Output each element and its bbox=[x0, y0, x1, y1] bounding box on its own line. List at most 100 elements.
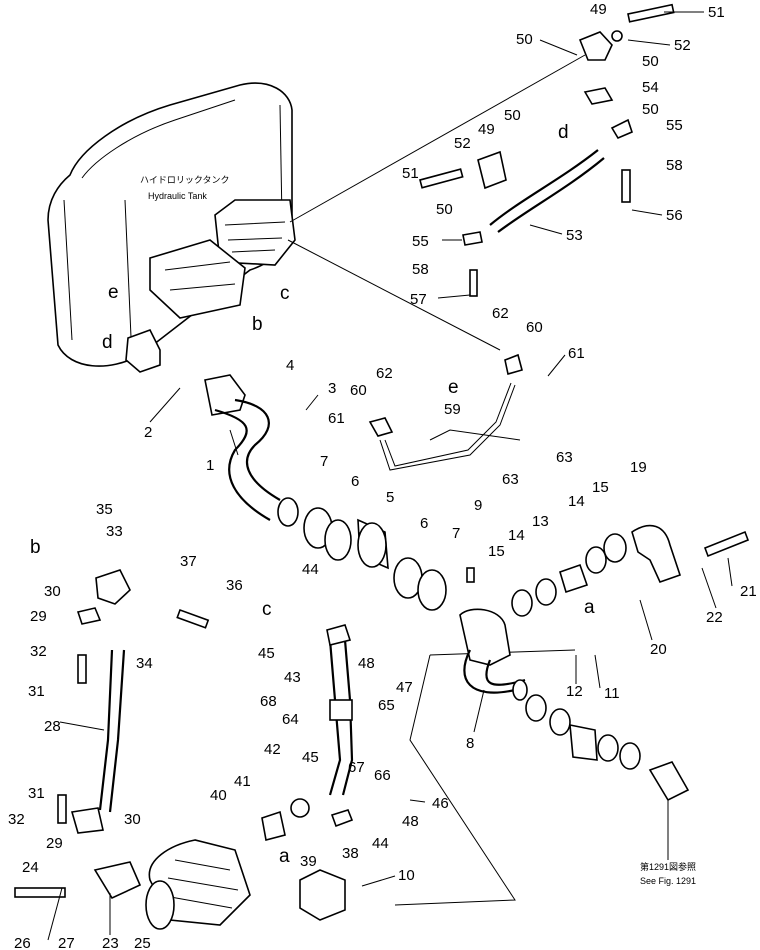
callout-53: 53 bbox=[566, 227, 583, 244]
callout-68: 68 bbox=[260, 693, 277, 710]
tee-pipe bbox=[459, 567, 528, 701]
callout-15: 15 bbox=[488, 543, 505, 560]
callout-38: 38 bbox=[342, 845, 359, 862]
tank-label-en: Hydraulic Tank bbox=[148, 191, 207, 201]
callout-9: 9 bbox=[474, 497, 482, 514]
callout-29: 29 bbox=[30, 608, 47, 625]
callout-31: 31 bbox=[28, 683, 45, 700]
callout-65: 65 bbox=[378, 697, 395, 714]
callout-28: 28 bbox=[44, 718, 61, 735]
see-fig-note-en: See Fig. 1291 bbox=[640, 876, 696, 886]
callout-58: 58 bbox=[666, 157, 683, 174]
callout-52: 52 bbox=[674, 37, 691, 54]
callout-15b: 15 bbox=[592, 479, 609, 496]
callout-40: 40 bbox=[210, 787, 227, 804]
pilot-tube bbox=[368, 353, 523, 471]
callout-61: 61 bbox=[568, 345, 585, 362]
callout-numbers: 1 2 3 4 5 6 7 6 7 8 9 10 11 12 13 14 14 … bbox=[8, 1, 757, 950]
callout-35: 35 bbox=[96, 501, 113, 518]
callout-51: 51 bbox=[708, 4, 725, 21]
callout-42: 42 bbox=[264, 741, 281, 758]
callout-leaders bbox=[47, 11, 733, 941]
callout-43: 43 bbox=[284, 669, 301, 686]
callout-25: 25 bbox=[134, 935, 151, 950]
callout-60b: 60 bbox=[350, 382, 367, 399]
callout-7: 7 bbox=[320, 453, 328, 470]
callout-49: 49 bbox=[590, 1, 607, 18]
callout-19: 19 bbox=[630, 459, 647, 476]
callout-14: 14 bbox=[508, 527, 525, 544]
callout-3: 3 bbox=[328, 380, 336, 397]
callout-26: 26 bbox=[14, 935, 31, 950]
left-hose-assembly bbox=[57, 569, 210, 834]
letter-d-tank: d bbox=[102, 332, 113, 353]
callout-49b: 49 bbox=[478, 121, 495, 138]
callout-8: 8 bbox=[466, 735, 474, 752]
callout-45b: 45 bbox=[302, 749, 319, 766]
callout-50e: 50 bbox=[436, 201, 453, 218]
callout-27: 27 bbox=[58, 935, 75, 950]
callout-59: 59 bbox=[444, 401, 461, 418]
callout-50d: 50 bbox=[504, 107, 521, 124]
callout-20: 20 bbox=[650, 641, 667, 658]
hose-assembly-upper bbox=[303, 507, 447, 611]
callout-57: 57 bbox=[410, 291, 427, 308]
letter-b: b bbox=[30, 537, 41, 558]
callout-52b: 52 bbox=[454, 135, 471, 152]
callout-1: 1 bbox=[206, 457, 214, 474]
callout-47: 47 bbox=[396, 679, 413, 696]
letter-c-tank: c bbox=[280, 283, 290, 304]
callout-11: 11 bbox=[604, 685, 620, 702]
callout-55: 55 bbox=[666, 117, 683, 134]
callout-56: 56 bbox=[666, 207, 683, 224]
callout-36: 36 bbox=[226, 577, 243, 594]
callout-61b: 61 bbox=[328, 410, 345, 427]
callout-48: 48 bbox=[358, 655, 375, 672]
callout-14b: 14 bbox=[568, 493, 585, 510]
callout-50b: 50 bbox=[642, 53, 659, 70]
callout-39: 39 bbox=[300, 853, 317, 870]
callout-46: 46 bbox=[432, 795, 449, 812]
callout-44: 44 bbox=[302, 561, 319, 578]
letter-d: d bbox=[558, 122, 569, 143]
callout-30b: 30 bbox=[124, 811, 141, 828]
callout-2: 2 bbox=[144, 424, 152, 441]
letter-a: a bbox=[584, 597, 595, 618]
callout-58b: 58 bbox=[412, 261, 429, 278]
callout-34: 34 bbox=[136, 655, 153, 672]
hose-assembly-lower bbox=[525, 694, 690, 802]
callout-31b: 31 bbox=[28, 785, 45, 802]
upper-fittings bbox=[419, 3, 675, 297]
letter-c: c bbox=[262, 599, 272, 620]
leader-lines bbox=[287, 54, 669, 906]
callout-13: 13 bbox=[532, 513, 549, 530]
callout-12: 12 bbox=[566, 683, 583, 700]
suction-elbow-pipe bbox=[204, 374, 299, 527]
callout-60: 60 bbox=[526, 319, 543, 336]
callout-10: 10 bbox=[398, 867, 415, 884]
callout-48b: 48 bbox=[402, 813, 419, 830]
callout-23: 23 bbox=[102, 935, 119, 950]
callout-67: 67 bbox=[348, 759, 365, 776]
callout-50: 50 bbox=[516, 31, 533, 48]
hydraulic-tank: ハイドロリックタンク Hydraulic Tank bbox=[47, 82, 296, 373]
callout-32: 32 bbox=[30, 643, 47, 660]
callout-54: 54 bbox=[642, 79, 659, 96]
callout-6b: 6 bbox=[420, 515, 428, 532]
hydraulic-pump bbox=[14, 798, 354, 930]
callout-55b: 55 bbox=[412, 233, 429, 250]
letter-b-tank: b bbox=[252, 314, 263, 335]
callout-37: 37 bbox=[180, 553, 197, 570]
callout-30: 30 bbox=[44, 583, 61, 600]
hose-assembly-right bbox=[511, 524, 750, 617]
callout-66: 66 bbox=[374, 767, 391, 784]
letter-e-tank: e bbox=[108, 282, 119, 303]
callout-29b: 29 bbox=[46, 835, 63, 852]
callout-6: 6 bbox=[351, 473, 359, 490]
connection-letters: d e d c b e b c a a bbox=[30, 122, 595, 867]
letter-e: e bbox=[448, 377, 459, 398]
callout-24: 24 bbox=[22, 859, 39, 876]
callout-21: 21 bbox=[740, 583, 757, 600]
callout-5: 5 bbox=[386, 489, 394, 506]
